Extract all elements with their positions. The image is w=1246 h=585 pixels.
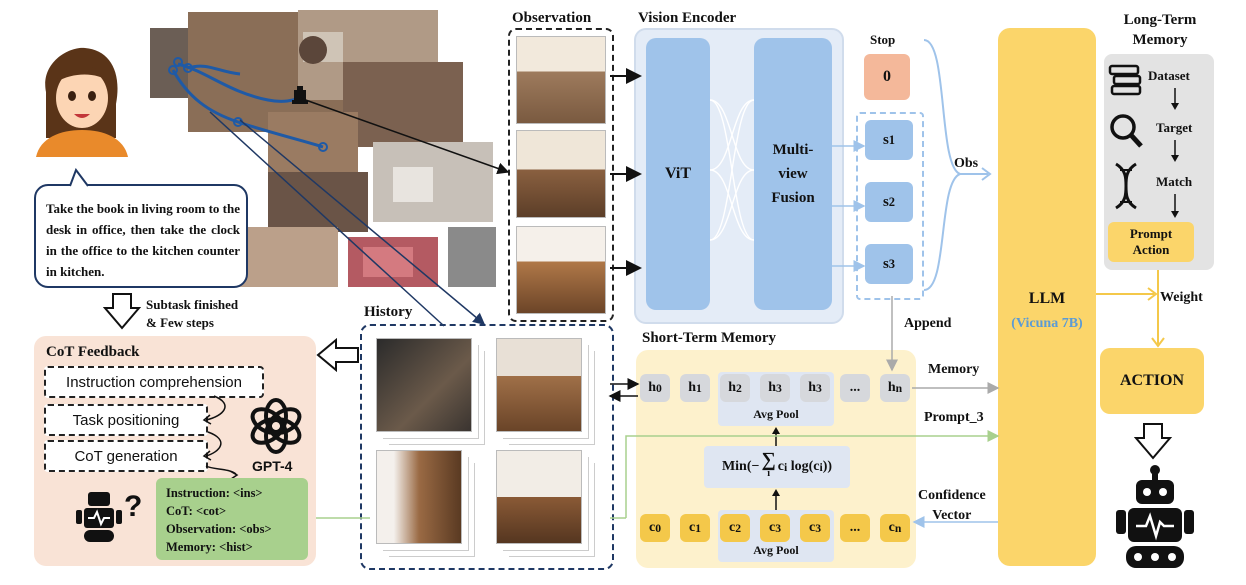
history-avgpool-label: Avg Pool (753, 407, 799, 421)
history-token-ellipsis: ... (840, 374, 870, 402)
subtask-label: Subtask finished & Few steps (146, 297, 239, 330)
vision-encoder-panel: ViT Multi- view Fusion (634, 28, 844, 324)
ltm-arrow-2 (1171, 140, 1179, 162)
stop-label: Stop (870, 32, 896, 47)
confidence-label: Confidence Vector (918, 488, 986, 523)
observation-title: Observation (512, 10, 592, 26)
append-label: Append (904, 316, 952, 331)
vision-encoder-title: Vision Encoder (638, 10, 737, 26)
action-down-arrow-icon (1134, 423, 1173, 460)
svg-text:?: ? (124, 490, 142, 523)
long-term-memory-title: Long-Term Memory (1123, 12, 1197, 48)
robot-icon (1116, 465, 1194, 568)
prompt-line-memory: Memory: <hist> (166, 540, 253, 554)
vit-label: ViT (664, 165, 692, 182)
bubble-tail (69, 168, 89, 187)
stop-token: 0 (864, 54, 910, 100)
llm-name: LLM (1028, 290, 1066, 307)
cot-feedback-title: CoT Feedback (46, 344, 140, 360)
ltm-arrow-3 (1171, 194, 1179, 218)
action-box: ACTION (1100, 348, 1204, 414)
instruction-bubble: Take the book in living room to the desk… (34, 184, 248, 288)
magnifier-icon (1110, 114, 1143, 148)
prompt-line-cot: CoT: <cot> (166, 504, 227, 518)
cot-feedback-panel: CoT Feedback Instruction comprehension T… (34, 336, 316, 566)
thinking-robot-icon: ? (76, 490, 142, 542)
prompt-template-box: Instruction: <ins> CoT: <cot> Observatio… (156, 478, 308, 560)
dataset-icon (1108, 64, 1142, 96)
history-image-3 (376, 450, 462, 544)
stop-value: 0 (883, 68, 891, 85)
cot-step-3: CoT generation (44, 440, 208, 472)
history-image-1 (376, 338, 472, 432)
llm-block: LLM (Vicuna 7B) (998, 28, 1096, 566)
prompt-line-instruction: Instruction: <ins> (166, 486, 263, 500)
history-image-2 (496, 338, 582, 432)
action-label: ACTION (1119, 372, 1184, 389)
gpt-label: GPT-4 (252, 458, 293, 474)
cot-step-2: Task positioning (44, 404, 208, 436)
prompt-line-observation: Observation: <obs> (166, 522, 272, 536)
history-panel (360, 324, 614, 570)
ltm-arrow-1 (1171, 88, 1179, 110)
prompt-label: Prompt_3 (924, 410, 984, 425)
vit-block: ViT (646, 38, 710, 310)
history-image-4 (496, 450, 582, 544)
prompt-action-label: Prompt Action (1129, 226, 1173, 257)
conf-avgpool-label: Avg Pool (753, 543, 799, 557)
ltm-match: Match (1156, 174, 1193, 189)
ltm-target: Target (1156, 120, 1193, 135)
conf-token-ellipsis: ... (840, 514, 870, 542)
prompt-action-box: Prompt Action (1108, 222, 1194, 262)
long-term-memory-panel: Dataset Target Match Prompt Action (1104, 54, 1214, 270)
fusion-connectors (710, 99, 754, 241)
obs-label: Obs (954, 156, 979, 171)
dna-icon (1115, 162, 1137, 210)
ltm-dataset: Dataset (1148, 68, 1190, 83)
cot-flow-arrows (202, 395, 239, 480)
obs-brace (923, 39, 992, 291)
llm-model: (Vicuna 7B) (1011, 316, 1083, 331)
fusion-block: Multi- view Fusion (754, 38, 832, 310)
cot-step-1: Instruction comprehension (44, 366, 264, 398)
history-title: History (364, 304, 413, 320)
left-hollow-arrow-icon (316, 338, 359, 372)
short-term-memory-title: Short-Term Memory (642, 330, 776, 346)
instruction-text: Take the book in living room to the desk… (46, 201, 240, 279)
observation-image-2 (516, 130, 606, 218)
observation-panel (508, 28, 614, 322)
fusion-label: Multi- view Fusion (771, 142, 815, 206)
memory-label: Memory (928, 362, 980, 377)
formula-up-arrow-2 (772, 489, 780, 510)
weight-label: Weight (1160, 290, 1203, 305)
weight-arrows (1096, 270, 1165, 348)
observation-image-3 (516, 226, 606, 314)
observation-image-1 (516, 36, 606, 124)
formula-up-arrow (772, 427, 780, 448)
user-avatar (30, 42, 130, 157)
openai-logo-icon (250, 398, 302, 454)
down-hollow-arrow-icon (103, 293, 142, 330)
